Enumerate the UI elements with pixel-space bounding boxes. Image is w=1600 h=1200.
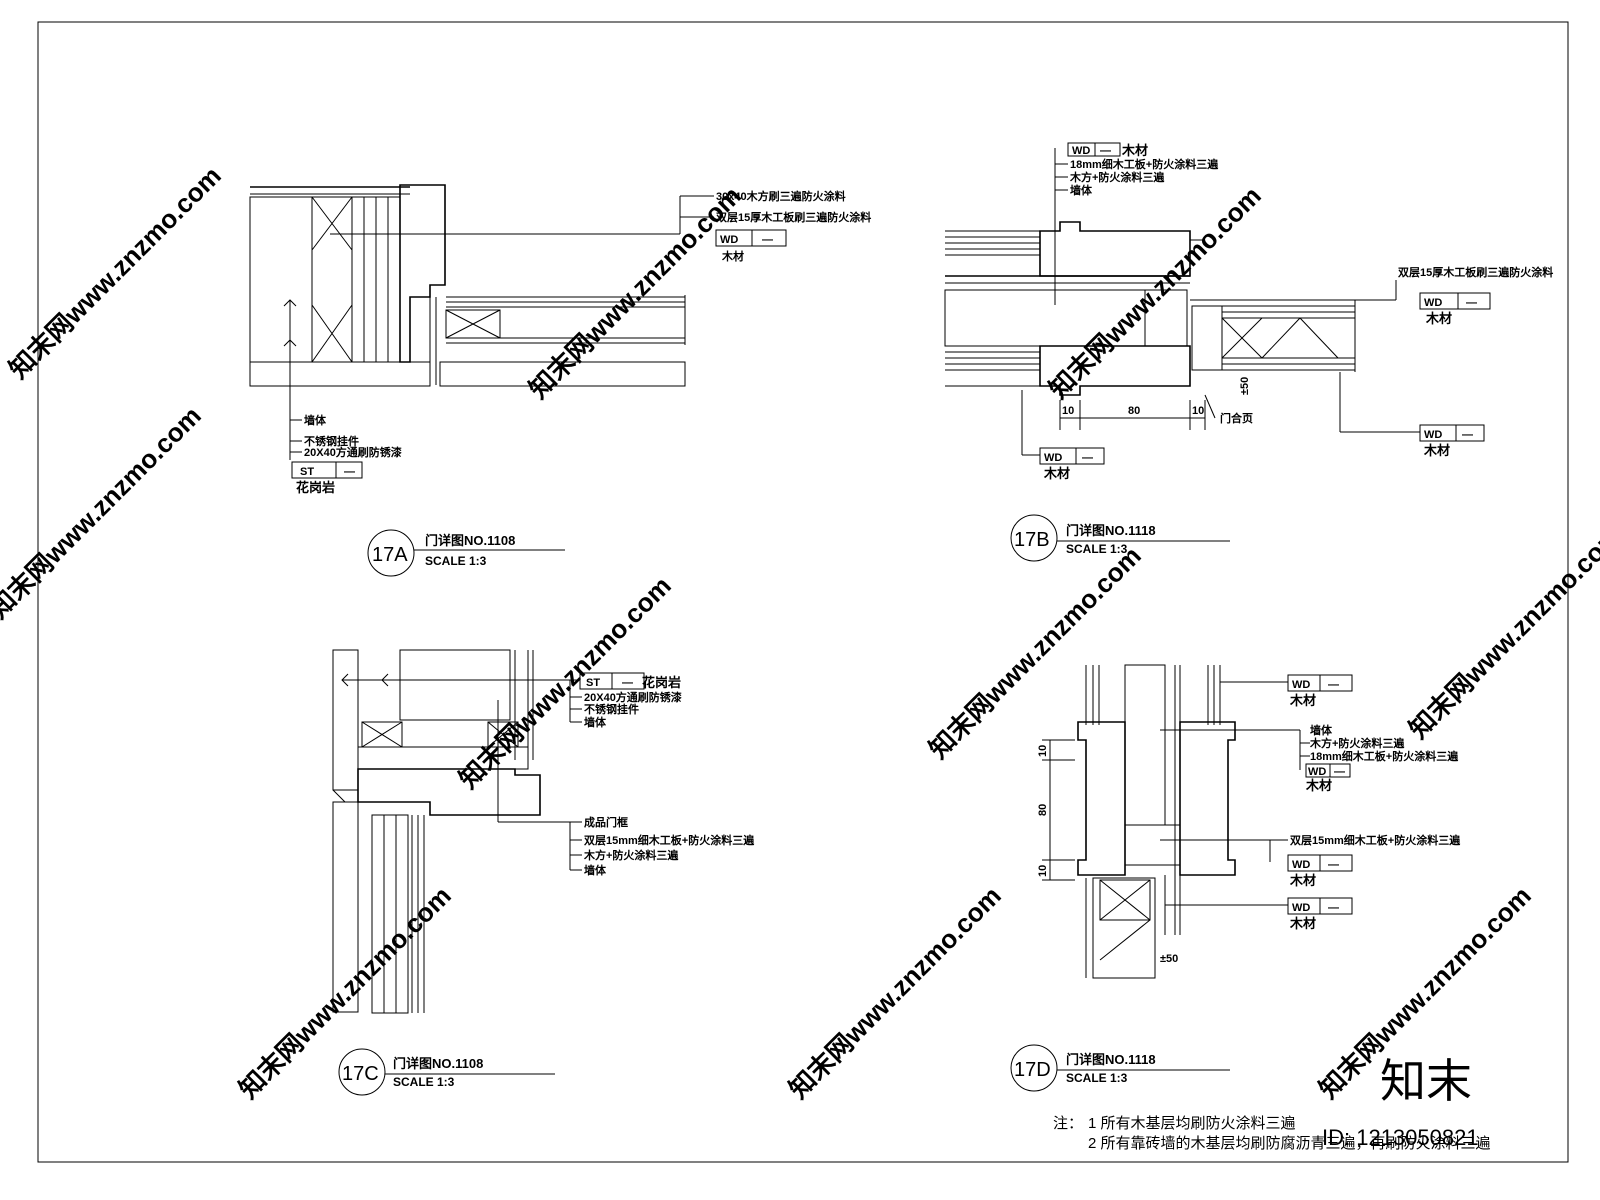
sheet-frame (37, 21, 1569, 1163)
tag-17b-lower-left: WD (1044, 452, 1062, 464)
id-watermark: ID: 1213050821 (1322, 1125, 1479, 1150)
material-17b-top: 木材 (1121, 143, 1148, 158)
dim-17b-1: 10 (1062, 405, 1074, 417)
material-17d-3: 木材 (1289, 873, 1316, 888)
material-17a-bottom: 花岗岩 (296, 480, 335, 495)
watermark-text: 知末网www.znzmo.com (0, 400, 207, 624)
watermark-text: 知末网www.znzmo.com (523, 180, 747, 404)
dash-17d-4: — (1328, 902, 1339, 914)
scale-17b: SCALE 1:3 (1066, 542, 1128, 556)
watermark-text: 知末网www.znzmo.com (3, 160, 227, 384)
dim-17d-2: 80 (1037, 804, 1049, 816)
tag-17d-3: WD (1292, 859, 1310, 871)
tag-17c-top: ST (586, 677, 600, 689)
watermark-text: 知末网www.znzmo.com (783, 880, 1007, 1104)
hinge-label-17b: 门合页 (1220, 411, 1253, 425)
label-17c-mid-2: 双层15mm细木工板+防火涂料三遍 (584, 833, 755, 847)
dim-17b-2: 80 (1128, 405, 1140, 417)
label-17a-right-1: 30x40木方刷三遍防火涂料 (716, 189, 846, 203)
dim-17b-3: 10 (1192, 405, 1204, 417)
watermark-text: 知末网www.znzmo.com (1403, 520, 1600, 744)
dash-17d-1: — (1328, 679, 1339, 691)
label-17d-2-1: 墙体 (1310, 723, 1333, 737)
dim-17b-4: ±50 (1239, 377, 1251, 395)
scale-17c: SCALE 1:3 (393, 1075, 455, 1089)
tag-17d-4: WD (1292, 902, 1310, 914)
detail-17b: WD — 木材 18mm细木工板+防火涂料三遍 木方+防火涂料三遍 墙体 双层1… (944, 142, 1553, 562)
detail-17c: ST — 花岗岩 20X40方通刷防锈漆 不锈钢挂件 墙体 成品门框 双层15m… (332, 649, 755, 1096)
detail-id-17d: 17D (1014, 1059, 1051, 1081)
material-17c-top: 花岗岩 (642, 675, 681, 690)
tag-17b-right: WD (1424, 297, 1442, 309)
label-17c-mid-4: 墙体 (584, 863, 607, 877)
label-17a-bottom-2: 不锈钢挂件 (304, 434, 359, 448)
material-17d-4: 木材 (1289, 916, 1316, 931)
title-17c: 门详图NO.1108 (393, 1056, 483, 1071)
dash-17b-right: — (1466, 297, 1477, 309)
label-17a-right-2: 双层15厚木工板刷三遍防火涂料 (716, 210, 871, 224)
label-17c-top-1: 20X40方通刷防锈漆 (584, 690, 682, 704)
label-17c-mid-3: 木方+防火涂料三遍 (583, 848, 679, 862)
material-17d-2: 木材 (1305, 778, 1332, 793)
title-17a: 门详图NO.1108 (425, 533, 515, 548)
watermark-text: 知末网www.znzmo.com (923, 540, 1147, 764)
dash-17b-lower-right: — (1462, 429, 1473, 441)
dim-17d-1: 10 (1037, 745, 1049, 757)
brand-watermark: 知末 (1380, 1055, 1472, 1107)
detail-17a: 30x40木方刷三遍防火涂料 双层15厚木工板刷三遍防火涂料 WD — 木材 墙… (249, 184, 871, 577)
detail-17d: 10 80 10 ±50 WD — 木材 墙体 木方+防火涂料三遍 18mm细木… (1010, 664, 1461, 1092)
label-17c-top-3: 墙体 (584, 715, 607, 729)
tag-17b-lower-right: WD (1424, 429, 1442, 441)
dash-17a-right: — (762, 234, 773, 246)
title-17d: 门详图NO.1118 (1066, 1052, 1156, 1067)
label-17d-3: 双层15mm细木工板+防火涂料三遍 (1290, 833, 1461, 847)
dash-17a-bottom: — (344, 466, 355, 478)
note-line-2: 2 所有靠砖墙的木基层均刷防腐沥青三遍，再刷防火涂料三遍 (1088, 1134, 1491, 1152)
material-17b-lower-left: 木材 (1043, 466, 1070, 481)
notes-prefix: 注： (1053, 1115, 1083, 1132)
label-17b-top-1: 18mm细木工板+防火涂料三遍 (1070, 157, 1219, 171)
label-17b-top-2: 木方+防火涂料三遍 (1069, 170, 1165, 184)
dim-17d-3: 10 (1037, 865, 1049, 877)
label-17a-bottom-1: 墙体 (304, 413, 327, 427)
material-17d-1: 木材 (1289, 693, 1316, 708)
label-17b-top-3: 墙体 (1070, 183, 1093, 197)
detail-id-17c: 17C (342, 1063, 379, 1085)
scale-17a: SCALE 1:3 (425, 554, 487, 568)
dim-17d-4: ±50 (1160, 953, 1178, 965)
tag-17d-2: WD (1308, 766, 1326, 778)
material-17a-right: 木材 (721, 249, 744, 263)
note-line-1: 1 所有木基层均刷防火涂料三遍 (1088, 1115, 1296, 1132)
tag-17a-bottom: ST (300, 466, 314, 478)
scale-17d: SCALE 1:3 (1066, 1071, 1128, 1085)
detail-id-17b: 17B (1014, 529, 1050, 551)
dash-17c-top: — (622, 677, 633, 689)
label-17c-top-2: 不锈钢挂件 (584, 702, 639, 716)
dash-17d-3: — (1328, 859, 1339, 871)
label-17d-2-2: 木方+防火涂料三遍 (1309, 736, 1405, 750)
dash-17b-lower-left: — (1082, 452, 1093, 464)
label-17a-bottom-3: 20X40方通刷防锈漆 (304, 445, 402, 459)
watermark-group: 知末网www.znzmo.com 知末网www.znzmo.com 知末网www… (0, 160, 1600, 1150)
material-17b-lower-right: 木材 (1423, 443, 1450, 458)
watermark-text: 知末网www.znzmo.com (1043, 180, 1267, 404)
material-17b-right: 木材 (1425, 311, 1452, 326)
tag-17b-top: WD (1072, 145, 1090, 157)
detail-id-17a: 17A (372, 544, 408, 566)
label-17d-2-3: 18mm细木工板+防火涂料三遍 (1310, 749, 1459, 763)
general-notes: 注： 1 所有木基层均刷防火涂料三遍 2 所有靠砖墙的木基层均刷防腐沥青三遍，再… (1053, 1115, 1491, 1152)
label-17c-mid-1: 成品门框 (584, 815, 628, 829)
dash-17b-top: — (1100, 145, 1111, 157)
dash-17d-2: — (1334, 766, 1345, 778)
title-17b: 门详图NO.1118 (1066, 523, 1156, 538)
tag-17a-right: WD (720, 234, 738, 246)
label-17b-right: 双层15厚木工板刷三遍防火涂料 (1398, 265, 1553, 279)
tag-17d-1: WD (1292, 679, 1310, 691)
